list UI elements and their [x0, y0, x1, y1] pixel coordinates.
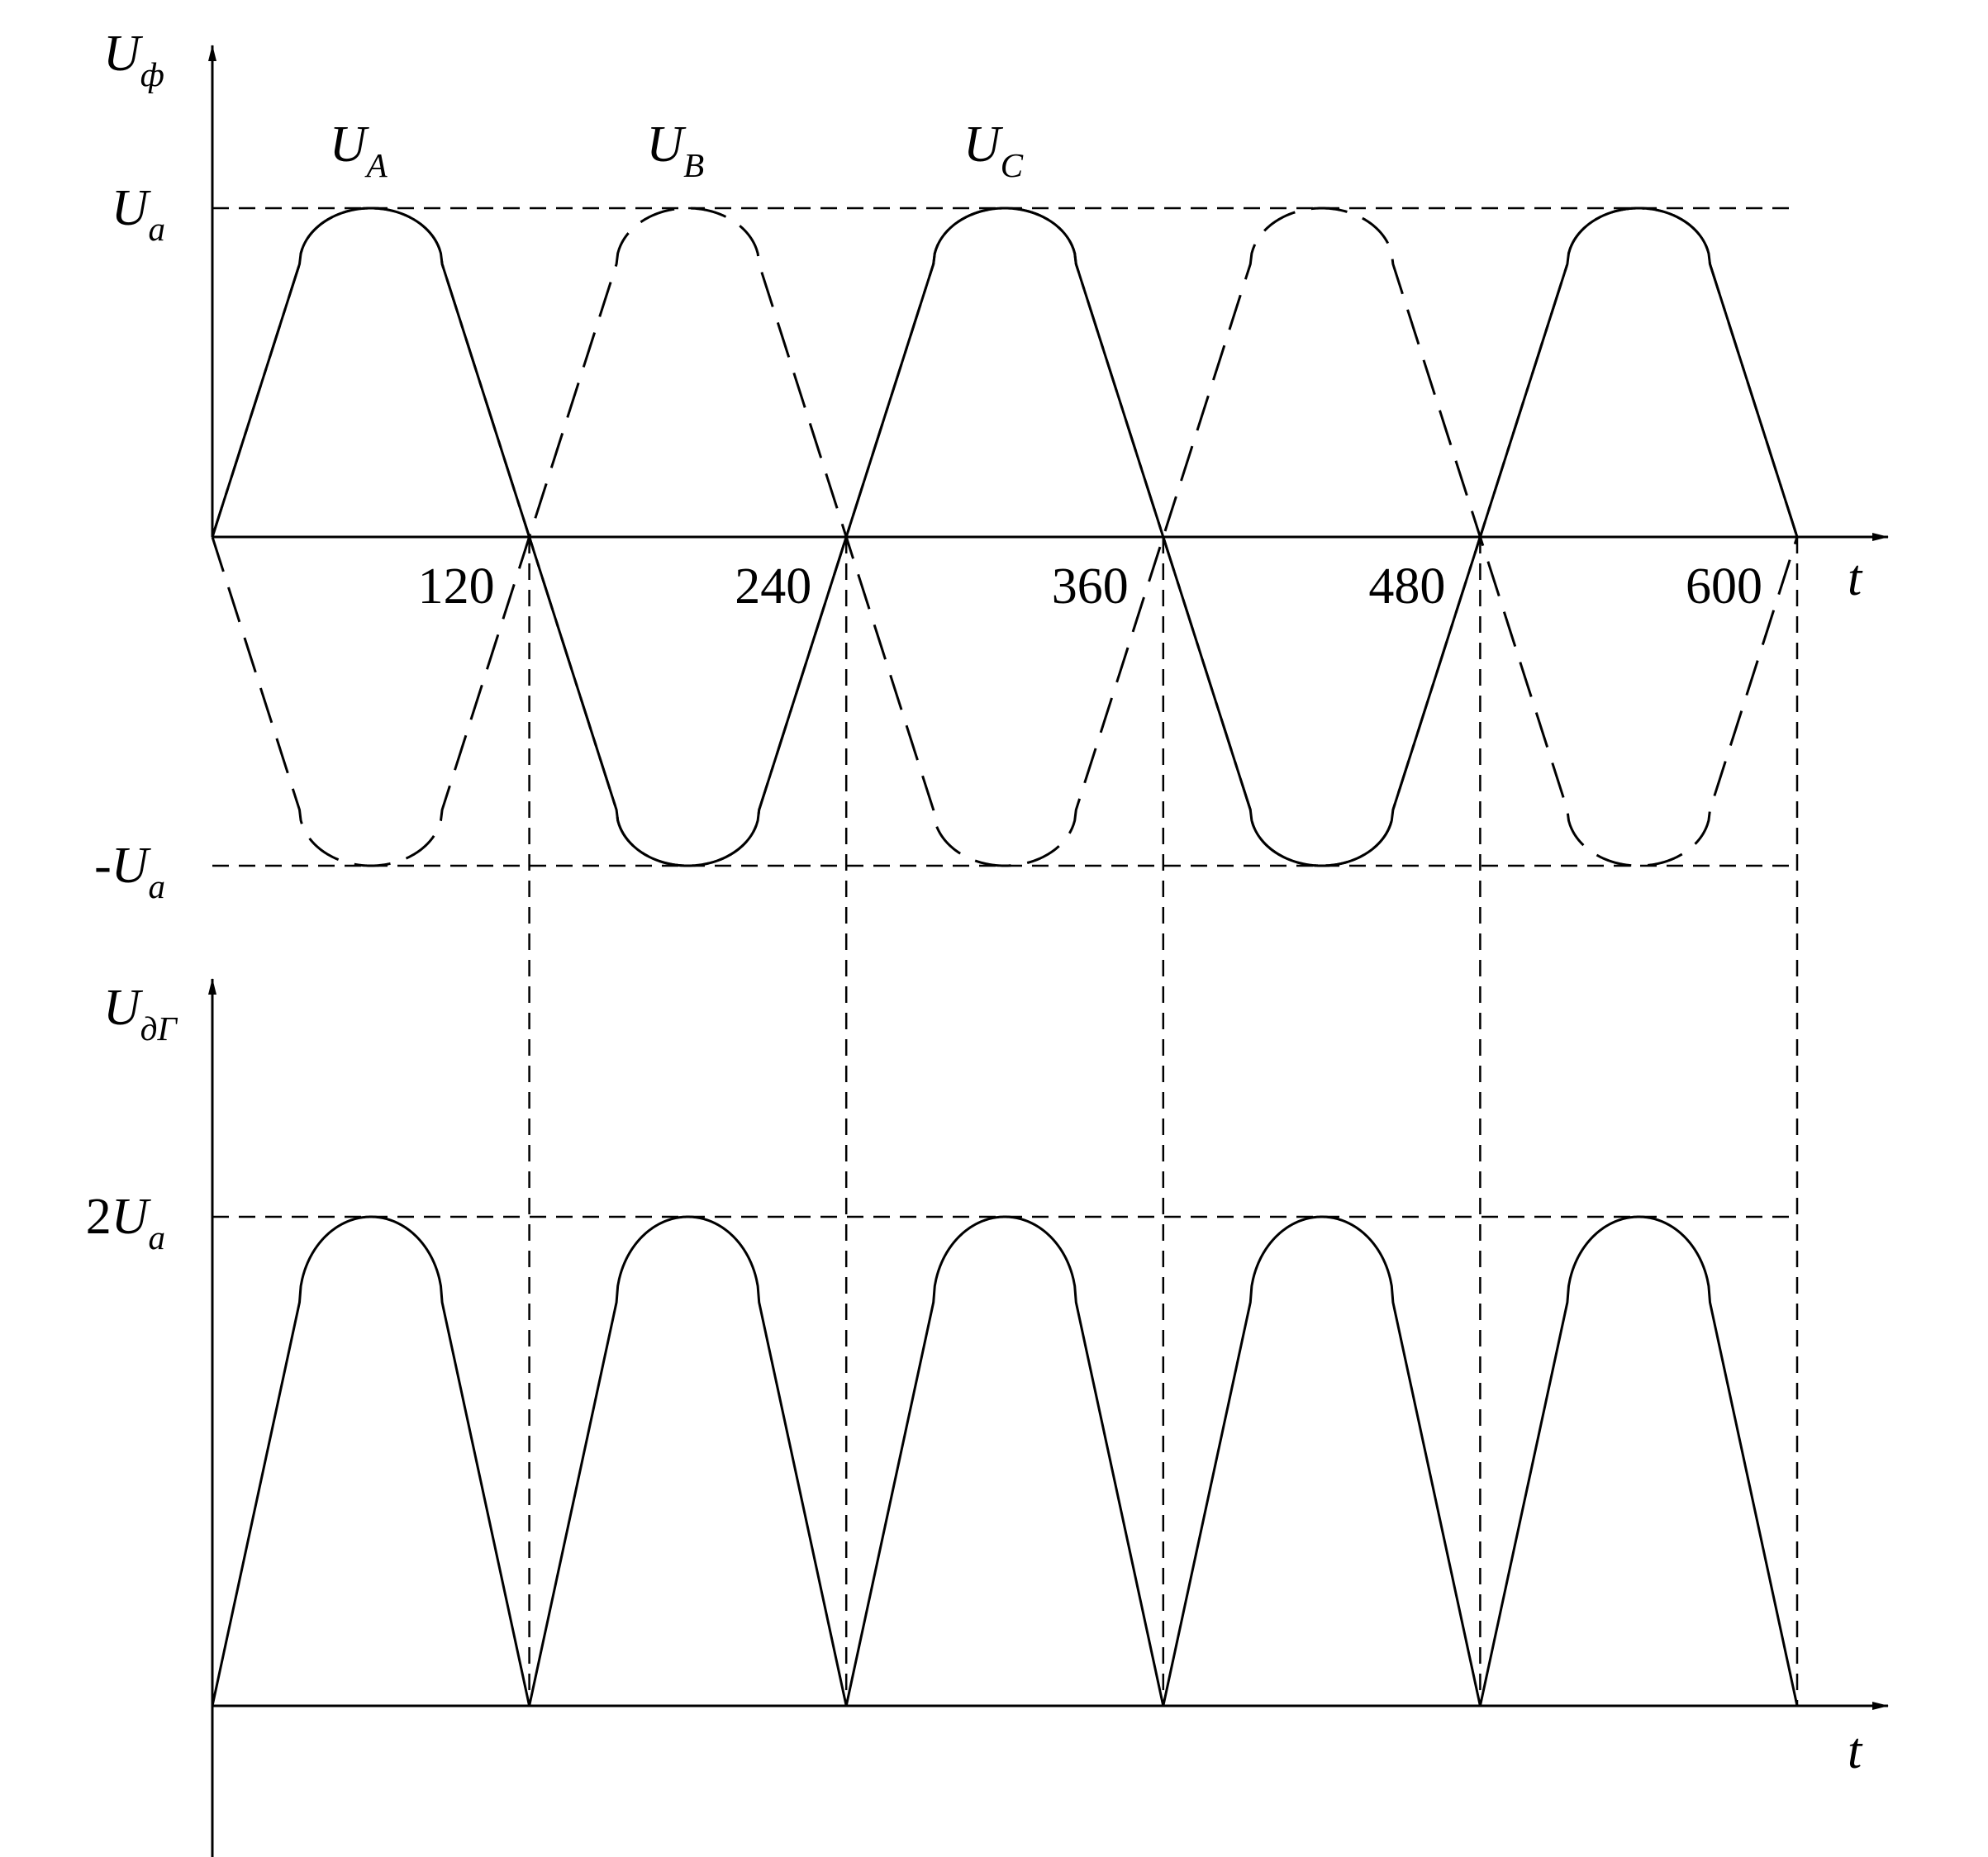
- bottom-labels: UдГ 2Ua t: [86, 980, 1863, 1779]
- x-tick-label-240: 240: [735, 558, 811, 615]
- level-label-two: 2Ua: [86, 1189, 165, 1256]
- x-tick-label-360: 360: [1052, 558, 1129, 615]
- x-tick-label-120: 120: [418, 558, 495, 615]
- series-label-C: UC: [963, 116, 1024, 184]
- x-tick-label-600: 600: [1686, 558, 1762, 615]
- bottom-waves: [211, 1215, 1799, 1707]
- x-tick-label-480: 480: [1368, 558, 1445, 615]
- top-y-axis-label: Uф: [103, 26, 164, 93]
- top-waves: [211, 207, 1799, 867]
- level-label-neg: -Ua: [94, 838, 165, 905]
- bottom-y-axis-label: UдГ: [103, 980, 178, 1047]
- bottom-x-axis-label: t: [1848, 1723, 1863, 1779]
- level-label-pos: Ua: [112, 180, 165, 248]
- series-line-B: [211, 207, 1799, 867]
- series-line-rectified: [211, 1215, 1799, 1707]
- series-label-A: UA: [330, 116, 388, 184]
- vertical-guides: [528, 537, 1799, 1706]
- top-x-axis-label: t: [1848, 550, 1863, 606]
- series-line-C: [211, 207, 1799, 867]
- series-label-B: UB: [646, 116, 704, 184]
- bottom-chart: UдГ 2Ua t: [86, 978, 1889, 1857]
